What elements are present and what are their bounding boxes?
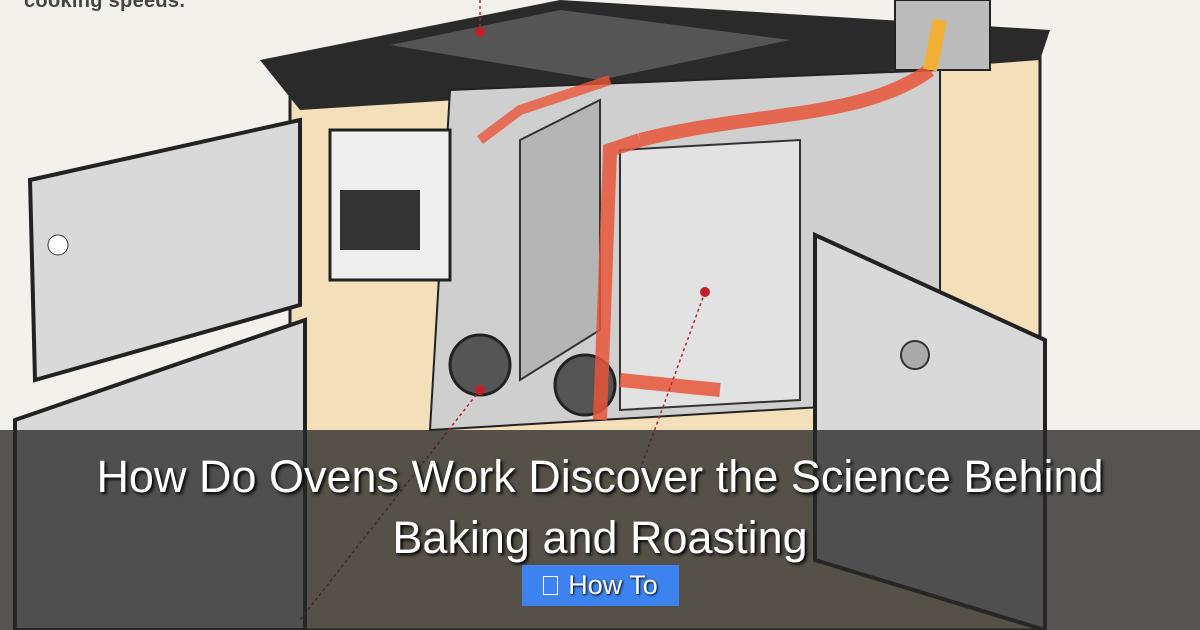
folder-icon <box>543 576 559 595</box>
category-badge-label: How To <box>568 570 658 600</box>
illustration-caption-fragment: cooking speeds. <box>24 0 186 12</box>
article-title: How Do Ovens Work Discover the Science B… <box>96 451 1104 563</box>
category-badge-how-to[interactable]: How To <box>522 565 679 606</box>
